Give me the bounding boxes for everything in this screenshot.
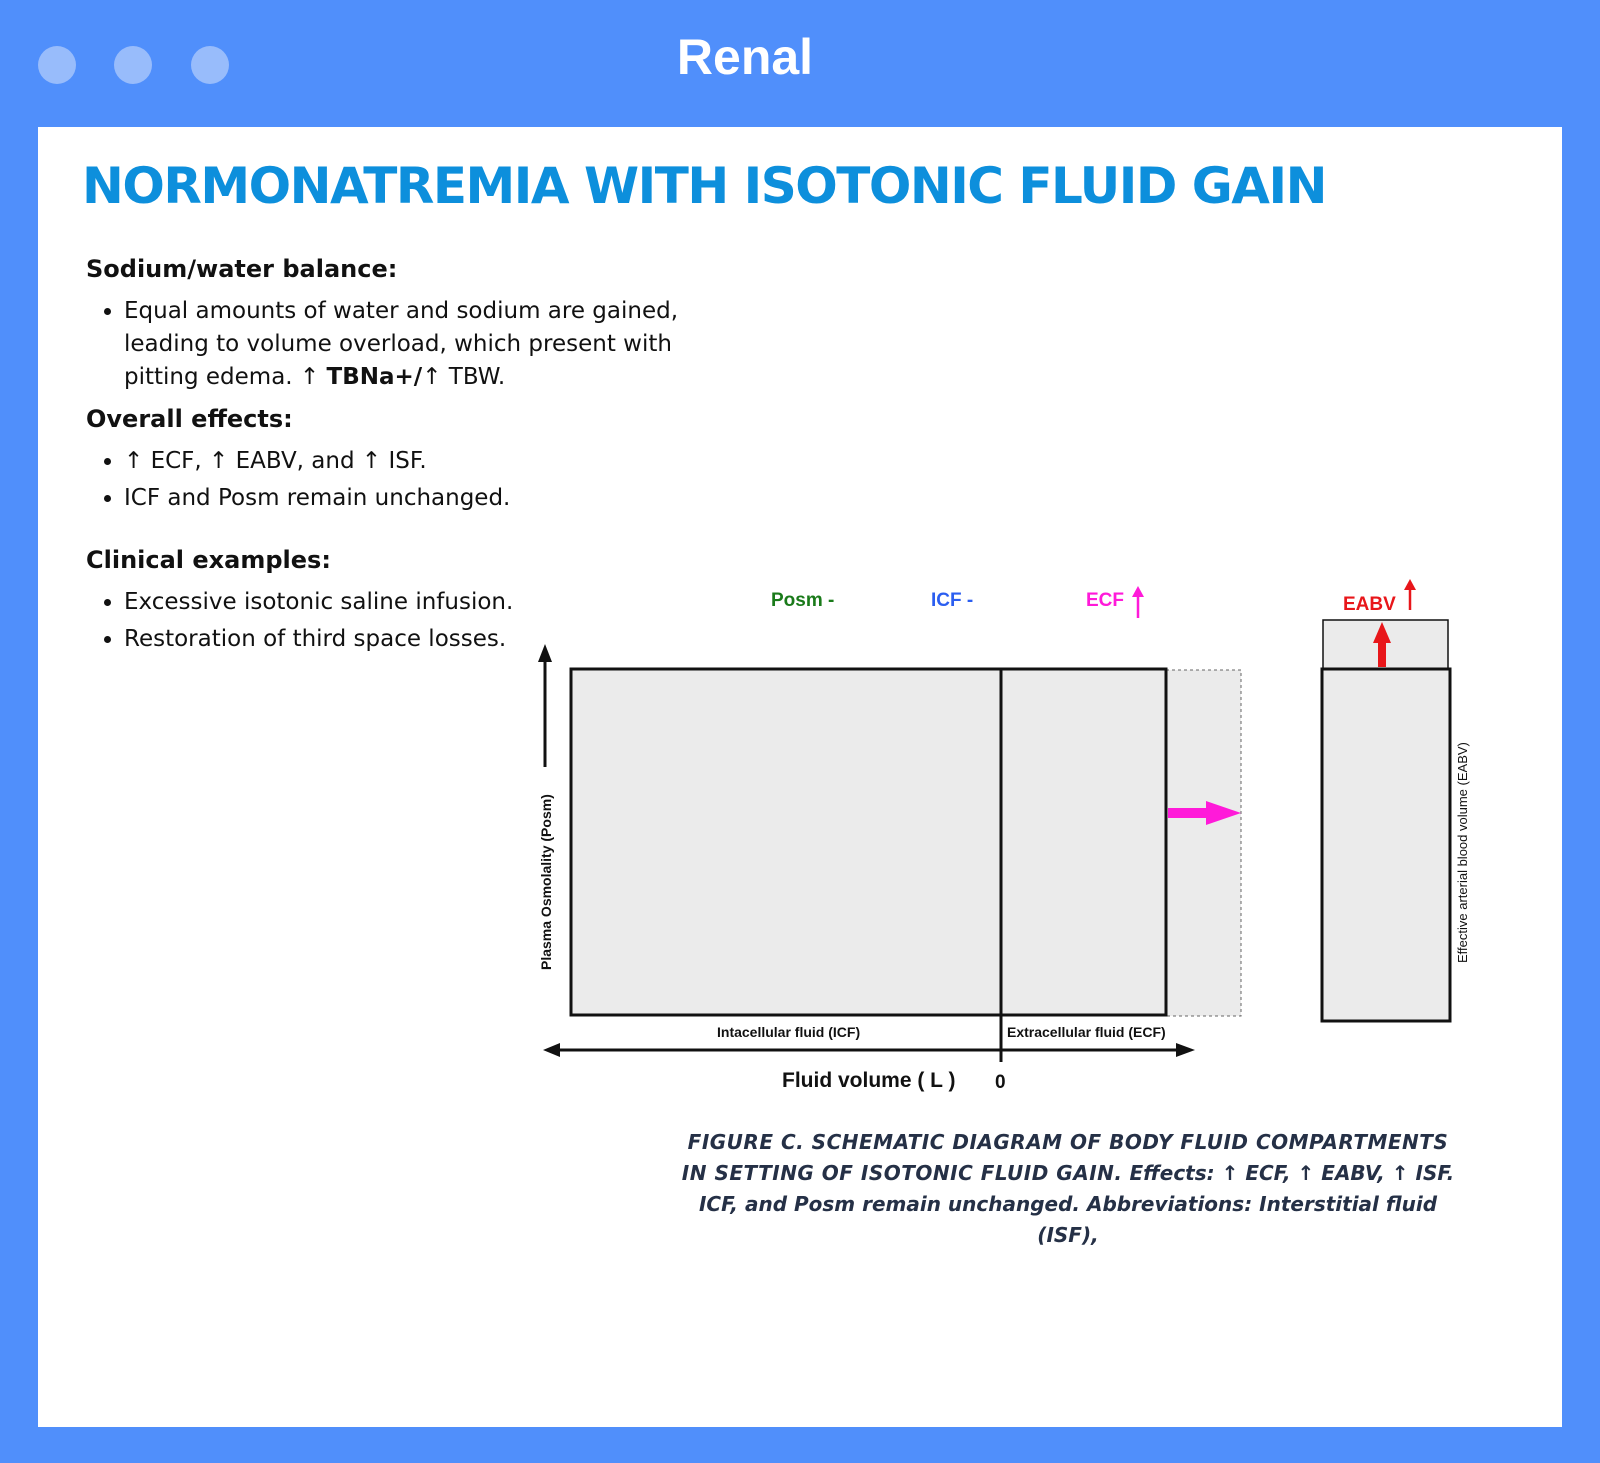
- list-item: Restoration of third space losses.: [124, 623, 513, 656]
- eabv-axis-label: Effective arterial blood volume (EABV): [1455, 742, 1470, 963]
- isf-expansion-area: [1165, 669, 1242, 1017]
- fluid-compartment-diagram: Posm - ICF - ECF EABV Plasma Osmolality …: [538, 579, 1470, 1093]
- figure-caption: FIGURE C. SCHEMATIC DIAGRAM OF BODY FLUI…: [678, 1127, 1458, 1251]
- section-heading-examples: Clinical examples:: [86, 546, 331, 574]
- icf-compartment: [569, 667, 1003, 1017]
- icf-indicator: ICF -: [931, 590, 973, 611]
- eabv-compartment: [1320, 667, 1452, 1023]
- window-maximize-dot[interactable]: [191, 46, 229, 84]
- up-arrow-icon: ↑: [422, 364, 442, 390]
- list-item: Equal amounts of water and sodium are ga…: [124, 295, 684, 394]
- list-item-text: Equal amounts of water and sodium are ga…: [124, 298, 679, 390]
- caption-body: Effects: ↑ ECF, ↑ EABV, ↑ ISF. ICF, and …: [698, 1161, 1455, 1247]
- section-heading-effects: Overall effects:: [86, 405, 293, 433]
- y-axis-arrow: [538, 644, 552, 767]
- ecf-indicator: ECF: [1086, 590, 1124, 611]
- section-heading-balance: Sodium/water balance:: [86, 255, 398, 283]
- window-minimize-dot[interactable]: [114, 46, 152, 84]
- bold-tbna: TBNa+/: [326, 364, 423, 390]
- examples-list: Excessive isotonic saline infusion. Rest…: [86, 586, 513, 660]
- up-arrow-icon: ↑: [299, 364, 320, 390]
- page-title: NORMONATREMIA WITH ISOTONIC FLUID GAIN: [82, 157, 1327, 215]
- list-item: ↑ ECF, ↑ EABV, and ↑ ISF.: [124, 445, 510, 478]
- zero-label: 0: [995, 1072, 1006, 1093]
- eabv-gain-arrow-icon: [1373, 622, 1391, 667]
- ecf-axis-label: Extracellular fluid (ECF): [1007, 1024, 1166, 1040]
- list-item: Excessive isotonic saline infusion.: [124, 586, 513, 619]
- effects-list: ↑ ECF, ↑ EABV, and ↑ ISF. ICF and Posm r…: [86, 445, 510, 519]
- x-axis-label: Fluid volume ( L ): [782, 1069, 955, 1092]
- ecf-compartment: [999, 667, 1168, 1017]
- ecf-expansion-arrow-icon: [1168, 801, 1241, 825]
- content-panel: NORMONATREMIA WITH ISOTONIC FLUID GAIN S…: [38, 127, 1562, 1427]
- list-item: ICF and Posm remain unchanged.: [124, 482, 510, 515]
- x-axis-arrow: [543, 1015, 1195, 1062]
- caption-title: FIGURE C. SCHEMATIC DIAGRAM OF BODY FLUI…: [681, 1130, 1449, 1185]
- window-close-dot[interactable]: [38, 46, 76, 84]
- tbw-text: TBW.: [448, 364, 506, 390]
- posm-indicator: Posm -: [771, 590, 834, 611]
- window-titlebar: Renal: [0, 0, 1600, 126]
- y-axis-label: Plasma Osmolality (Posm): [538, 794, 554, 970]
- window-title: Renal: [676, 29, 814, 85]
- ecf-up-arrow-icon: [1132, 586, 1144, 618]
- icf-axis-label: Intacellular fluid (ICF): [717, 1024, 860, 1040]
- eabv-up-arrow-icon: [1404, 579, 1416, 610]
- eabv-indicator: EABV: [1343, 594, 1396, 615]
- balance-list: Equal amounts of water and sodium are ga…: [86, 295, 684, 398]
